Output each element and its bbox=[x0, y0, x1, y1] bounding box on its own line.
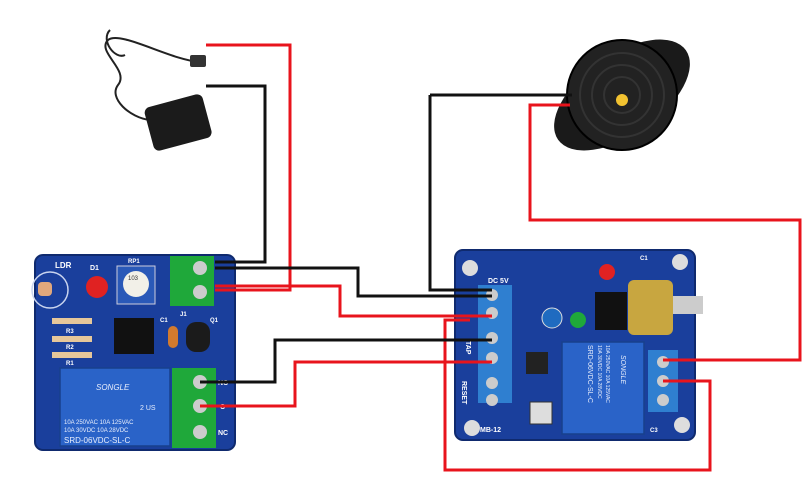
cap2-label: C1 bbox=[640, 256, 648, 262]
led-red bbox=[599, 264, 615, 280]
pot-value: 103 bbox=[128, 276, 139, 282]
power-terminal[interactable] bbox=[170, 256, 214, 306]
led-label: D1 bbox=[90, 265, 99, 272]
capacitor bbox=[168, 326, 178, 348]
ldr-label: LDR bbox=[55, 261, 72, 270]
transistor bbox=[186, 322, 210, 352]
reset-label: RESET bbox=[460, 381, 467, 405]
left-relay-board: LDR D1 103 RP1 J1 R3 R2 R1 C1 Q1 SONGLE … bbox=[31, 254, 236, 451]
resistors: R3 R2 R1 bbox=[52, 318, 92, 367]
relay-brand: SONGLE bbox=[96, 383, 130, 392]
relay-model: SRD-06VDC-SL-C bbox=[586, 345, 593, 403]
relay-model: SRD-06VDC-SL-C bbox=[64, 436, 130, 445]
board-label: MB-12 bbox=[480, 427, 501, 434]
right-timer-board: DC 5V TAP RESET MB-12 SONGLE 10A 250VAC … bbox=[454, 249, 703, 441]
led-red bbox=[86, 276, 108, 298]
power-label: DC 5V bbox=[488, 278, 509, 285]
electrolytic-capacitor bbox=[541, 307, 563, 329]
relay-brand: SONGLE bbox=[619, 355, 626, 385]
power-adapter-icon bbox=[104, 29, 212, 151]
nc-label: NC bbox=[218, 430, 228, 437]
relay bbox=[561, 341, 645, 435]
relay bbox=[59, 367, 171, 447]
transistor-label: Q1 bbox=[210, 318, 219, 324]
relay-rating-1: 10A 250VAC 10A 125VAC bbox=[604, 345, 610, 403]
relay-rating-2: 10A 30VDC 10A 28VDC bbox=[596, 345, 602, 399]
buzzer-icon bbox=[554, 26, 690, 165]
relay-rating-1: 10A 250VAC 10A 125VAC bbox=[64, 420, 134, 426]
cap-label: C3 bbox=[650, 428, 658, 434]
led-green bbox=[570, 312, 586, 328]
relay-cert: 2 US bbox=[140, 405, 156, 412]
svg-text:R3: R3 bbox=[66, 329, 74, 335]
svg-text:R1: R1 bbox=[66, 361, 74, 367]
tap-label: TAP bbox=[464, 341, 471, 355]
terminal-label: J1 bbox=[180, 312, 187, 318]
ic-chip bbox=[595, 292, 627, 330]
svg-text:R2: R2 bbox=[66, 345, 74, 351]
relay-rating-2: 10A 30VDC 10A 28VDC bbox=[64, 428, 129, 434]
cap-label: C1 bbox=[160, 318, 168, 324]
reset-button[interactable] bbox=[529, 401, 553, 425]
potentiometer-knob[interactable] bbox=[628, 280, 673, 335]
tap-button[interactable] bbox=[526, 352, 548, 374]
ldr-sensor bbox=[38, 282, 52, 296]
ic-chip bbox=[114, 318, 154, 354]
pot-label: RP1 bbox=[128, 259, 140, 265]
wires bbox=[200, 43, 802, 472]
